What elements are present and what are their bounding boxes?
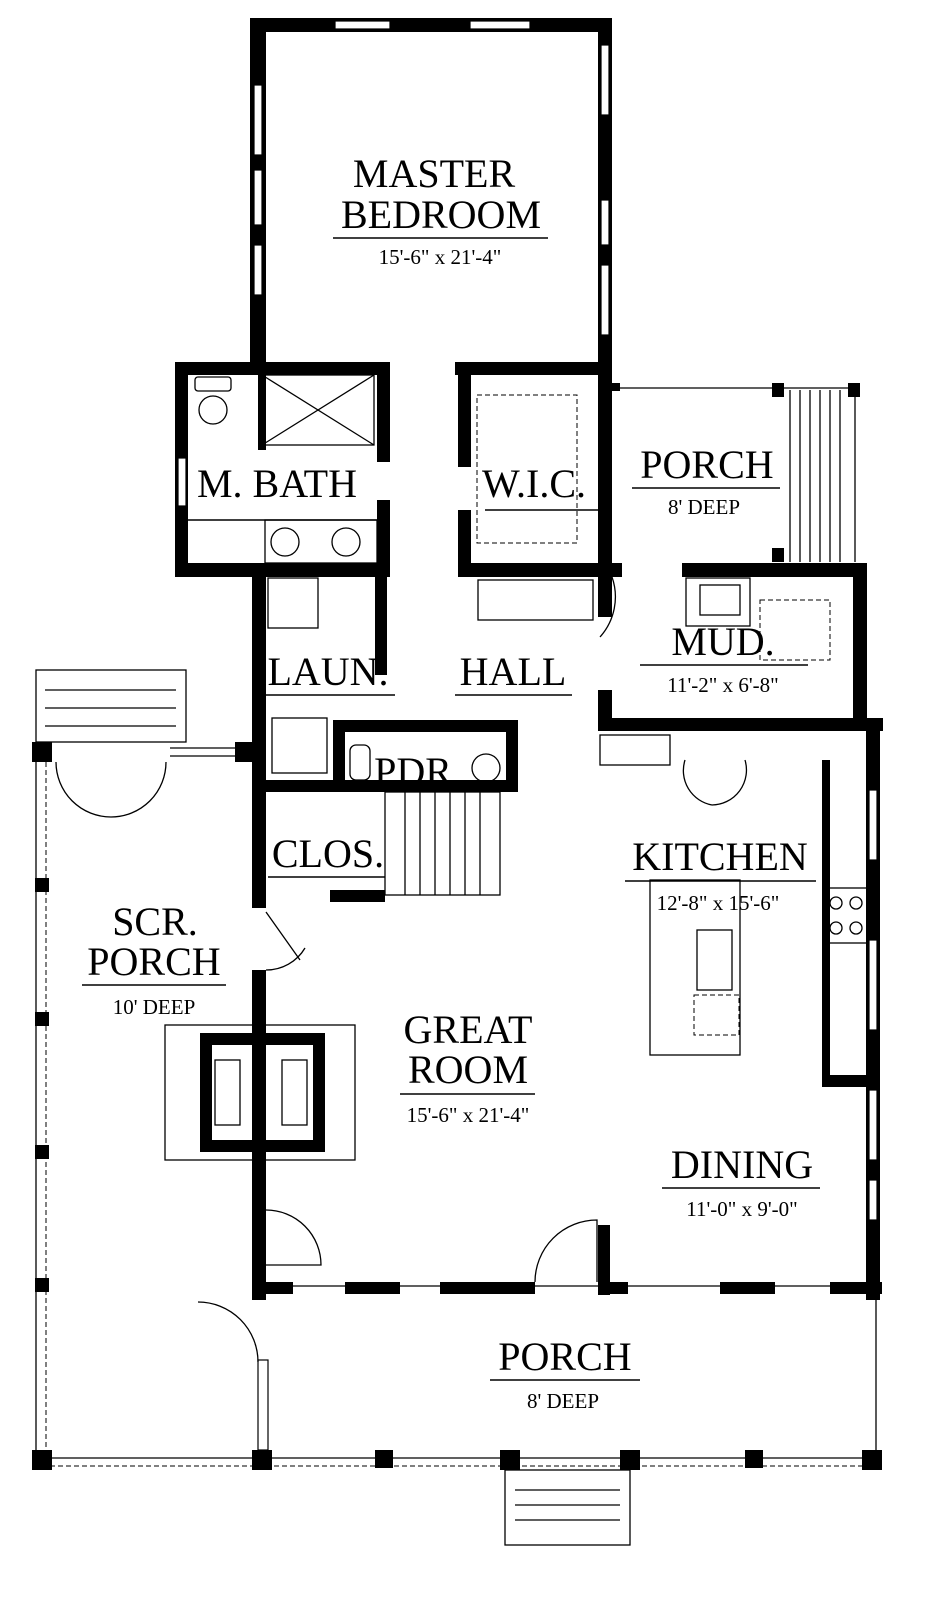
screened-porch-label: SCR. (112, 899, 198, 944)
dining-size: 11'-0" x 9'-0" (686, 1197, 797, 1221)
mud-size: 11'-2" x 6'-8" (667, 673, 778, 697)
walls (32, 18, 883, 1546)
porch-steps (789, 390, 856, 562)
stairs (384, 791, 501, 896)
master-bedroom-label-2: BEDROOM (341, 192, 541, 237)
master-bedroom-label: MASTER (353, 151, 516, 196)
room-labels: MASTER BEDROOM 15'-6" x 21'-4" M. BATH W… (82, 151, 820, 1413)
fireplace (164, 1024, 356, 1161)
great-room-label-2: ROOM (408, 1047, 528, 1092)
closet-label: CLOS. (272, 831, 384, 876)
great-room-label: GREAT (404, 1007, 533, 1052)
hall-label: HALL (460, 649, 567, 694)
master-bedroom-size: 15'-6" x 21'-4" (379, 245, 502, 269)
laundry-label: LAUN. (267, 649, 388, 694)
master-bath-label: M. BATH (197, 461, 357, 506)
wic-label: W.I.C. (482, 461, 586, 506)
powder-room-label: PDR. (374, 749, 462, 794)
front-steps (504, 1469, 631, 1546)
screened-porch-size: 10' DEEP (113, 995, 196, 1019)
great-room-size: 15'-6" x 21'-4" (407, 1103, 530, 1127)
front-porch-size: 8' DEEP (527, 1389, 599, 1413)
mud-label: MUD. (671, 619, 774, 664)
kitchen-label: KITCHEN (632, 834, 808, 879)
rear-porch-size: 8' DEEP (668, 495, 740, 519)
dining-label: DINING (671, 1142, 813, 1187)
rear-porch-label: PORCH (640, 442, 773, 487)
front-porch-label: PORCH (498, 1334, 631, 1379)
screened-porch-label-2: PORCH (87, 939, 220, 984)
kitchen-size: 12'-8" x 15'-6" (657, 891, 780, 915)
